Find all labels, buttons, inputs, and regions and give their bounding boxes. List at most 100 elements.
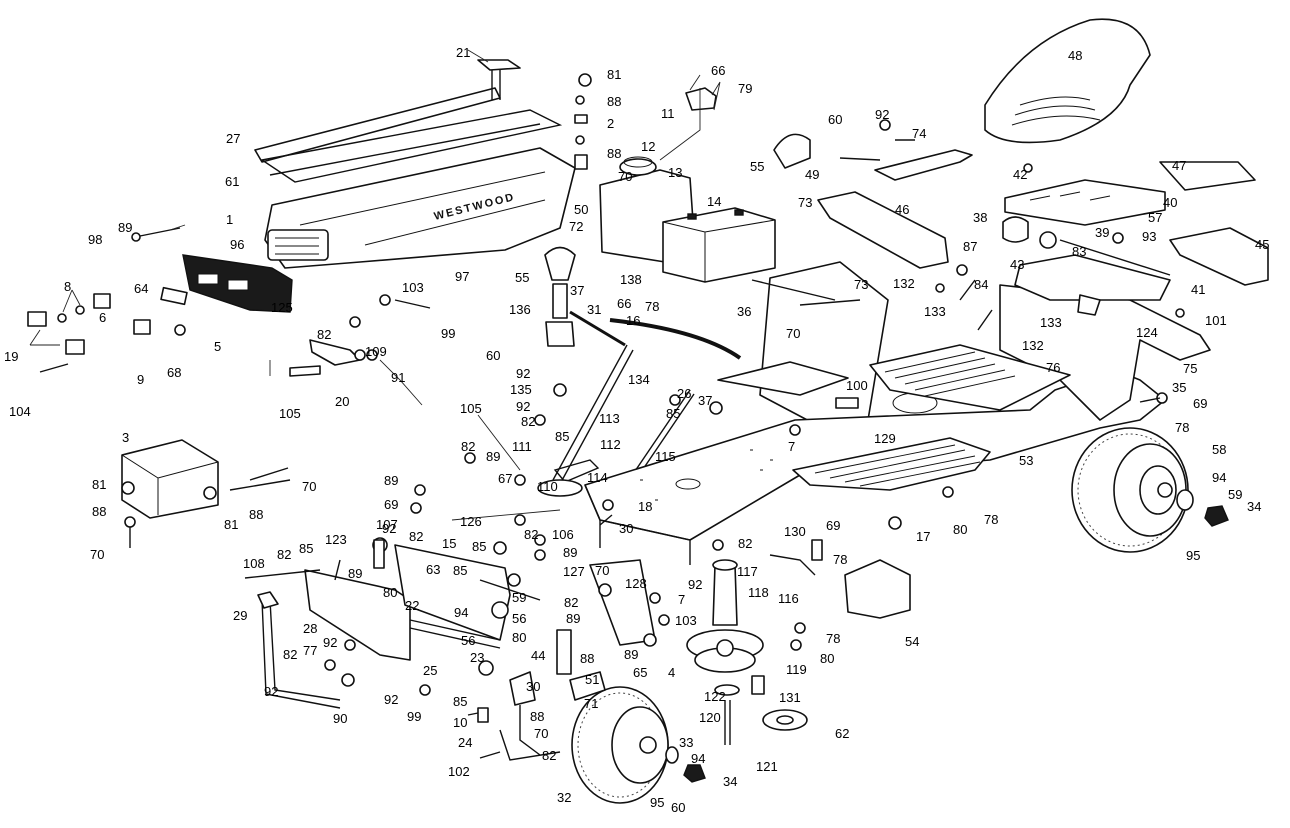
callout-92: 92 bbox=[384, 692, 398, 707]
callout-42: 42 bbox=[1013, 167, 1027, 182]
callout-82: 82 bbox=[317, 327, 331, 342]
callout-85: 85 bbox=[453, 563, 467, 578]
callout-126: 126 bbox=[460, 514, 482, 529]
callout-92: 92 bbox=[264, 684, 278, 699]
callout-70: 70 bbox=[534, 726, 548, 741]
callout-34: 34 bbox=[1247, 499, 1261, 514]
battery-tray bbox=[121, 439, 289, 548]
callout-110: 110 bbox=[537, 479, 558, 494]
callout-88: 88 bbox=[580, 651, 594, 666]
callout-59: 59 bbox=[512, 590, 526, 605]
callout-81: 81 bbox=[224, 517, 238, 532]
callout-64: 64 bbox=[134, 281, 148, 296]
callout-39: 39 bbox=[1095, 225, 1109, 240]
callout-85: 85 bbox=[555, 429, 569, 444]
steering-column bbox=[537, 283, 742, 510]
callout-71: 71 bbox=[584, 696, 598, 711]
callout-85: 85 bbox=[472, 539, 486, 554]
callout-81: 81 bbox=[92, 477, 106, 492]
callout-83: 83 bbox=[1072, 244, 1086, 259]
callout-107: 107 bbox=[376, 517, 398, 532]
callout-103: 103 bbox=[675, 613, 697, 628]
callout-24: 24 bbox=[458, 735, 472, 750]
callout-130: 130 bbox=[784, 524, 806, 539]
callout-92: 92 bbox=[516, 366, 530, 381]
callout-5: 5 bbox=[214, 339, 221, 354]
callout-16: 16 bbox=[626, 313, 640, 328]
callout-45: 45 bbox=[1255, 237, 1269, 252]
callout-23: 23 bbox=[470, 650, 484, 665]
callout-106: 106 bbox=[552, 527, 574, 542]
callout-60: 60 bbox=[671, 800, 685, 815]
callout-68: 68 bbox=[167, 365, 181, 380]
callout-88: 88 bbox=[249, 507, 263, 522]
callout-12: 12 bbox=[641, 139, 655, 154]
callout-27: 27 bbox=[226, 131, 240, 146]
callout-133: 133 bbox=[924, 304, 946, 319]
callout-49: 49 bbox=[805, 167, 819, 182]
callout-51: 51 bbox=[585, 672, 599, 687]
callout-128: 128 bbox=[625, 576, 647, 591]
callout-93: 93 bbox=[1142, 229, 1156, 244]
callout-14: 14 bbox=[707, 194, 721, 209]
callout-66: 66 bbox=[617, 296, 631, 311]
callout-76: 76 bbox=[1046, 360, 1060, 375]
callout-28: 28 bbox=[303, 621, 317, 636]
callout-70: 70 bbox=[786, 326, 800, 341]
callout-82: 82 bbox=[277, 547, 291, 562]
callout-4: 4 bbox=[668, 665, 675, 680]
callout-53: 53 bbox=[1019, 453, 1033, 468]
callout-125: 125 bbox=[271, 300, 293, 315]
callout-55: 55 bbox=[515, 270, 529, 285]
callout-131: 131 bbox=[779, 690, 801, 705]
callout-89: 89 bbox=[566, 611, 580, 626]
callout-29: 29 bbox=[233, 608, 247, 623]
callout-55: 55 bbox=[750, 159, 764, 174]
callout-117: 117 bbox=[737, 564, 758, 579]
callout-99: 99 bbox=[407, 709, 421, 724]
callout-99: 99 bbox=[441, 326, 455, 341]
callout-88: 88 bbox=[607, 94, 621, 109]
callout-115: 115 bbox=[655, 449, 676, 464]
callout-56: 56 bbox=[512, 611, 526, 626]
callout-19: 19 bbox=[4, 349, 18, 364]
callout-58: 58 bbox=[1212, 442, 1226, 457]
callout-7: 7 bbox=[678, 592, 685, 607]
callout-92: 92 bbox=[516, 399, 530, 414]
callout-22: 22 bbox=[405, 598, 419, 613]
callout-102: 102 bbox=[448, 764, 470, 779]
chassis-frame bbox=[584, 254, 1211, 565]
callout-97: 97 bbox=[455, 269, 469, 284]
callout-56: 56 bbox=[461, 633, 475, 648]
callout-82: 82 bbox=[524, 527, 538, 542]
callout-2: 2 bbox=[607, 116, 614, 131]
fasteners bbox=[29, 73, 1185, 759]
callout-54: 54 bbox=[905, 634, 919, 649]
callout-82: 82 bbox=[521, 414, 535, 429]
callout-101: 101 bbox=[1205, 313, 1227, 328]
seat-assembly bbox=[874, 18, 1269, 286]
callout-82: 82 bbox=[283, 647, 297, 662]
callout-82: 82 bbox=[461, 439, 475, 454]
callout-50: 50 bbox=[574, 202, 588, 217]
callout-127: 127 bbox=[563, 564, 585, 579]
callout-95: 95 bbox=[650, 795, 664, 810]
callout-123: 123 bbox=[325, 532, 347, 547]
callout-119: 119 bbox=[786, 662, 807, 677]
callout-6: 6 bbox=[99, 310, 106, 325]
callout-138: 138 bbox=[620, 272, 642, 287]
callout-92: 92 bbox=[382, 521, 396, 536]
callout-57: 57 bbox=[1148, 210, 1162, 225]
callout-88: 88 bbox=[607, 146, 621, 161]
callout-94: 94 bbox=[1212, 470, 1226, 485]
callout-79: 79 bbox=[738, 81, 752, 96]
callout-41: 41 bbox=[1191, 282, 1205, 297]
callout-72: 72 bbox=[569, 219, 583, 234]
callout-10: 10 bbox=[453, 715, 467, 730]
callout-80: 80 bbox=[512, 630, 526, 645]
callout-85: 85 bbox=[453, 694, 467, 709]
callout-60: 60 bbox=[486, 348, 500, 363]
callout-89: 89 bbox=[563, 545, 577, 560]
callout-109: 109 bbox=[365, 344, 387, 359]
